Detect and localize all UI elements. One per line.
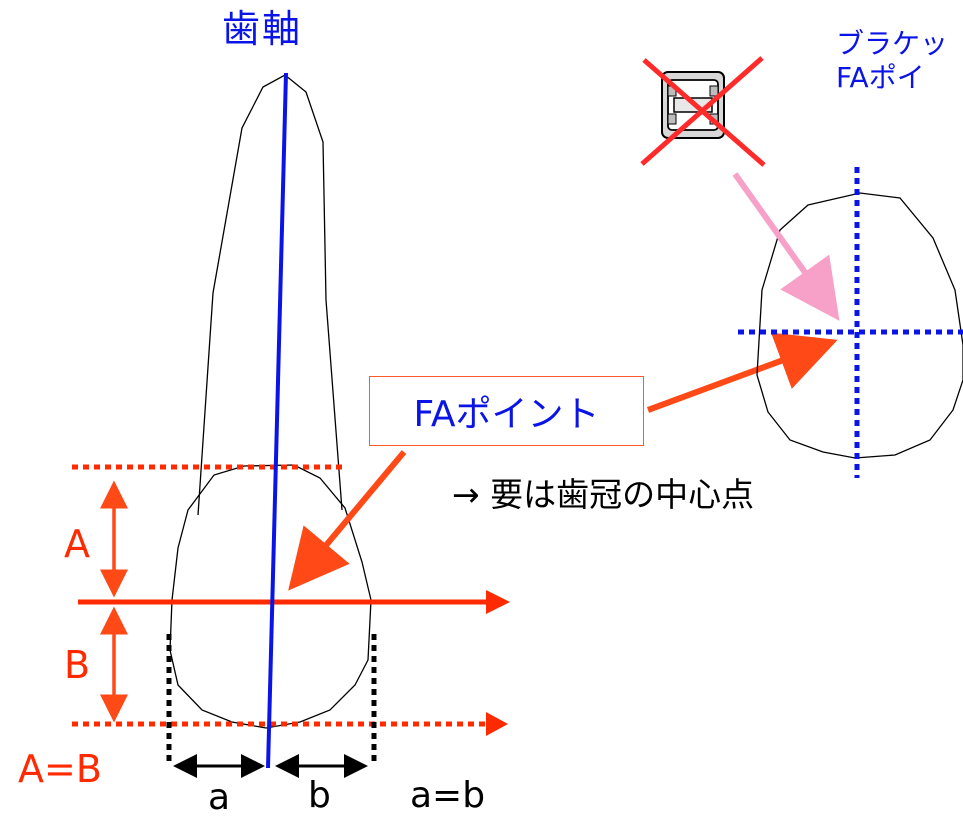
bracket-to-fa-arrow bbox=[732, 172, 840, 321]
label-width-b: b bbox=[308, 775, 331, 816]
label-a-equals-b: A=B bbox=[18, 747, 102, 791]
fa-to-front-arrow bbox=[646, 332, 838, 413]
crown-bottom-arrowhead bbox=[486, 712, 508, 736]
tooth-crown-outline bbox=[169, 464, 372, 729]
tooth-axis-line bbox=[266, 72, 288, 769]
front-tooth-outline bbox=[756, 192, 963, 459]
label-a-equals-b-width: a=b bbox=[410, 775, 486, 816]
tooth-axis-title: 歯軸 bbox=[222, 7, 303, 51]
label-width-a: a bbox=[208, 777, 231, 818]
explanation-text: → 要は歯冠の中心点 bbox=[452, 475, 755, 514]
fa-horizontal-arrowhead bbox=[486, 590, 510, 614]
bracket-note-line1: ブラケッ bbox=[836, 27, 949, 60]
label-b-lower: B bbox=[64, 643, 91, 687]
fa-point-label: FAポイント bbox=[413, 394, 600, 435]
label-a-upper: A bbox=[64, 522, 90, 566]
bracket-note-line2: FAポイ bbox=[836, 61, 925, 94]
fa-point-callout: FAポイント bbox=[369, 376, 644, 446]
cross-mark-icon bbox=[640, 56, 766, 167]
fa-to-tooth-arrow bbox=[288, 450, 407, 591]
tooth-root-outline bbox=[197, 74, 343, 516]
